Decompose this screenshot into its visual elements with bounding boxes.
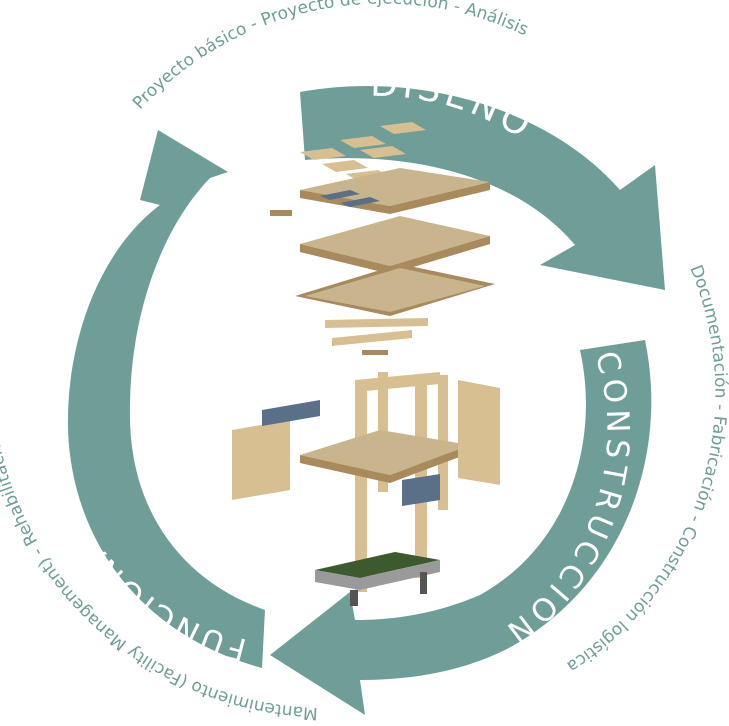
floor-slab [300,216,490,274]
arrow-construccion [270,340,652,715]
beams [325,318,428,355]
structure-frame [300,372,470,592]
base-platform [315,552,440,606]
roof-slab [270,168,490,216]
arrow-diseno [300,86,665,290]
arrow-funcionamiento [67,130,266,668]
facade-screens [232,380,500,506]
exploded-building-illustration [232,122,500,606]
joist-grid [295,264,495,316]
